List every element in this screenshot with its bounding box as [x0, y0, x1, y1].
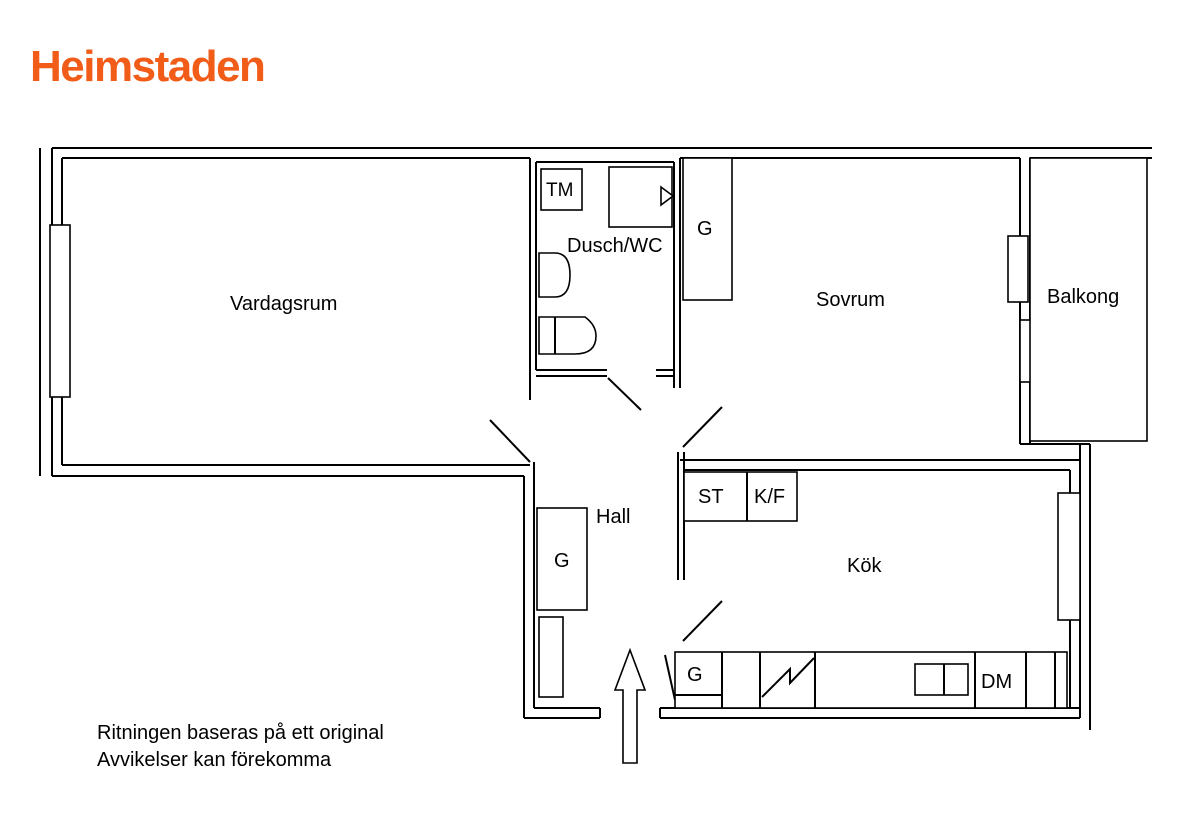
room-label-sovrum: Sovrum [816, 289, 885, 311]
stove-fridge-block [683, 471, 798, 522]
kf-label: K/F [754, 486, 785, 508]
hall-wardrobe-label: G [554, 550, 570, 572]
stove-zigzag-icon [761, 657, 815, 698]
st-label: ST [698, 486, 724, 508]
windows [49, 224, 1081, 621]
wardrobe-label: G [697, 218, 713, 240]
sink [538, 252, 571, 298]
wardrobe-hall [536, 507, 588, 611]
hall-shelf [538, 616, 564, 698]
kitchen-g-label: G [687, 664, 703, 686]
dm-label: DM [981, 671, 1012, 693]
disclaimer-note: Ritningen baseras på ett original Avvike… [97, 720, 384, 774]
toilet [538, 316, 597, 355]
hob [914, 663, 969, 696]
room-label-balkong: Balkong [1047, 286, 1119, 308]
tm-label: TM [546, 180, 573, 201]
kitchen-counter [674, 651, 1068, 709]
room-label-kok: Kök [847, 555, 882, 577]
balcony [1029, 157, 1148, 442]
entrance-arrow-icon [613, 647, 647, 764]
room-label-dusch-wc: Dusch/WC [567, 235, 663, 257]
disclaimer-line-2: Avvikelser kan förekomma [97, 749, 332, 771]
disclaimer-line-1: Ritningen baseras på ett original [97, 722, 384, 744]
heimstaden-logo: Heimstaden [30, 42, 266, 91]
room-label-vardagsrum: Vardagsrum [230, 293, 337, 315]
room-label-hall: Hall [596, 506, 630, 528]
shower-drain-icon [660, 185, 675, 207]
wardrobe-bedroom [682, 157, 733, 301]
washing-machine [540, 168, 583, 211]
door-swings [489, 377, 723, 701]
